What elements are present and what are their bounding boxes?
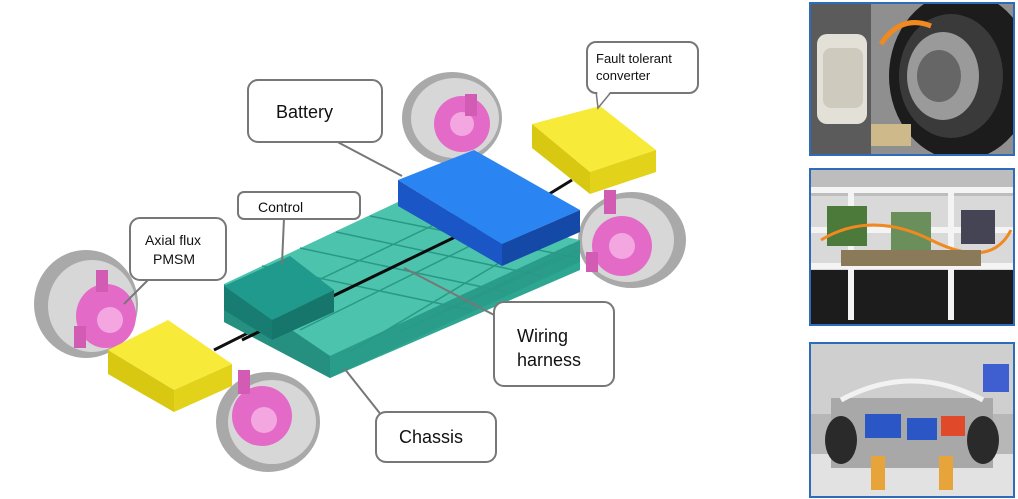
callout-axial-flux-pmsm: Axial flux PMSM [123,217,227,305]
wheel-front-right [216,370,320,472]
label-chassis: Chassis [399,427,463,447]
wheel-rear-right [578,190,686,288]
callout-fault-tolerant-converter: Fault tolerant converter [586,41,699,110]
converter-rear [532,106,656,194]
callout-chassis: Chassis [343,367,497,463]
battery-block [398,150,580,266]
vehicle-prototype-photo [809,342,1015,498]
converter-front [108,320,232,412]
label-wiring-line2: harness [517,350,581,370]
label-control: Control [258,199,303,215]
label-axial-flux-line2: PMSM [153,251,195,267]
callout-wiring-harness: Wiring harness [403,267,615,387]
in-wheel-motor-photo [809,2,1015,156]
label-fault-tolerant-line2: converter [596,68,651,83]
chassis-electronics-photo [809,168,1015,326]
label-axial-flux-line1: Axial flux [145,232,201,248]
wheel-front-left [34,250,138,358]
callout-battery: Battery [247,79,403,177]
label-wiring-line1: Wiring [517,326,568,346]
label-battery: Battery [276,102,333,122]
control-box [224,256,334,340]
wheel-rear-left [402,72,502,164]
label-fault-tolerant-line1: Fault tolerant [596,51,672,66]
ev-architecture-diagram: Fault tolerant converter Battery Control… [34,41,699,472]
callout-control: Control [237,191,361,265]
